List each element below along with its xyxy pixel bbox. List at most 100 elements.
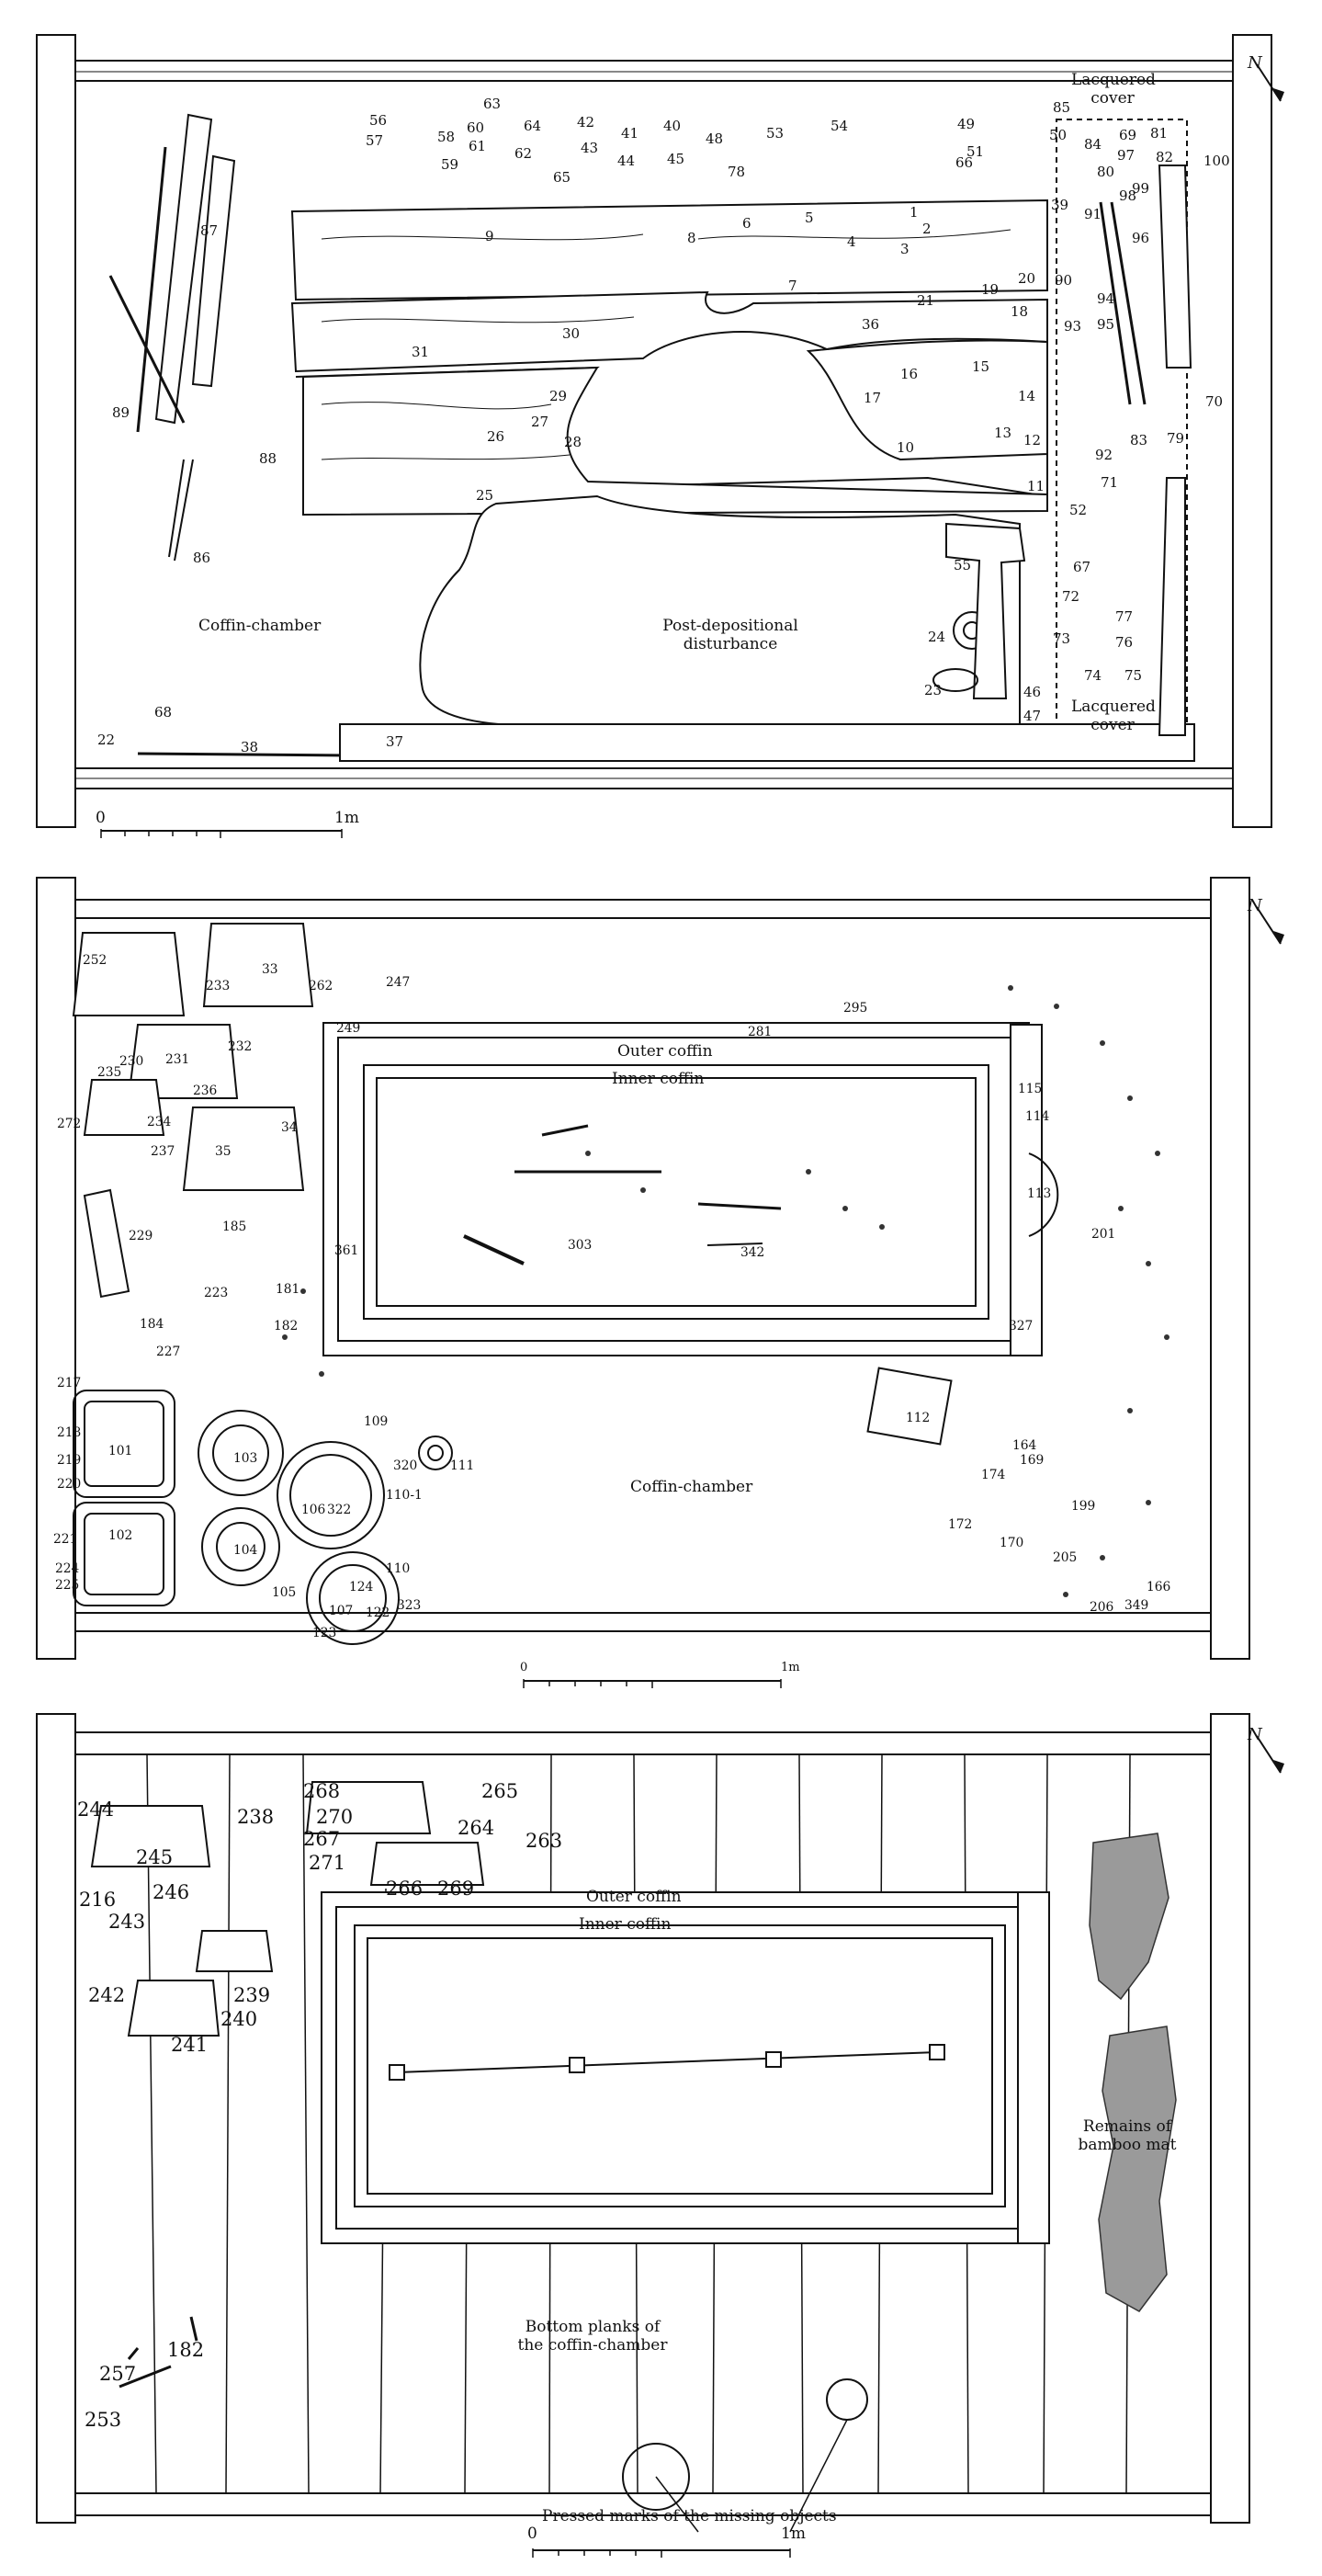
object-number: 233: [206, 979, 231, 993]
object-number: 77: [1115, 608, 1134, 625]
object-number: 349: [1124, 1598, 1149, 1613]
object-number: 40: [663, 118, 682, 134]
object-number: 229: [129, 1229, 153, 1243]
object-number: 295: [843, 1001, 868, 1016]
object-number: 73: [1053, 630, 1071, 647]
object-number: 109: [364, 1414, 389, 1429]
panel-top-level: Coffin-chamber Post-depositional disturb…: [0, 0, 1322, 859]
object-number: 105: [272, 1585, 297, 1600]
object-number: 9: [485, 228, 494, 244]
bottom-planks-label: Bottom planks of the coffin-chamber: [517, 2318, 668, 2355]
object-number: 23: [924, 682, 943, 698]
object-number: 24: [928, 629, 946, 645]
object-number: 47: [1023, 708, 1042, 724]
object-number: 243: [108, 1911, 146, 1933]
object-number: 112: [906, 1411, 931, 1425]
object-number: 49: [957, 116, 976, 132]
object-number: 1: [910, 204, 919, 221]
object-number: 327: [1009, 1319, 1034, 1333]
object-number: 253: [85, 2409, 122, 2431]
object-number: 100: [1203, 153, 1230, 169]
object-number: 43: [581, 140, 599, 156]
object-number: 206: [1090, 1600, 1114, 1615]
object-number: 91: [1084, 206, 1102, 222]
object-number: 361: [334, 1243, 359, 1258]
object-number: 249: [336, 1021, 361, 1036]
object-number: 67: [1073, 559, 1091, 575]
object-number: 320: [393, 1458, 418, 1473]
object-number: 78: [728, 164, 746, 180]
object-number: 75: [1124, 667, 1143, 684]
object-number: 199: [1071, 1499, 1096, 1514]
bamboo-mat-patches: [1089, 1833, 1177, 2312]
panel-bottom-level: Outer coffin Inner coffin Remains of bam…: [0, 1705, 1322, 2565]
object-number: 247: [386, 975, 411, 990]
object-number: 42: [577, 114, 595, 131]
object-number: 240: [220, 2008, 258, 2030]
object-number: 65: [553, 169, 571, 186]
object-number: 232: [228, 1039, 253, 1054]
object-number: 80: [1097, 164, 1115, 180]
object-number: 54: [830, 118, 849, 134]
object-number: 28: [564, 434, 582, 450]
left-end-post: [36, 34, 76, 828]
object-number: 111: [450, 1458, 475, 1473]
object-number: 21: [917, 292, 935, 309]
object-number: 170: [1000, 1536, 1024, 1550]
object-number: 181: [276, 1282, 300, 1297]
object-number: 241: [171, 2034, 209, 2056]
object-number: 322: [327, 1503, 352, 1517]
scale-end: 1m: [334, 809, 359, 827]
object-number: 205: [1053, 1550, 1078, 1565]
object-number: 70: [1205, 393, 1224, 410]
object-number: 107: [329, 1604, 354, 1618]
object-number: 97: [1117, 147, 1136, 164]
object-number: 46: [1023, 684, 1042, 700]
object-number: 36: [862, 316, 880, 333]
object-number: 33: [262, 962, 278, 977]
object-number: 79: [1167, 430, 1185, 447]
object-number: 225: [55, 1578, 80, 1593]
outer-coffin-label-3: Outer coffin: [586, 1888, 682, 1906]
object-number: 83: [1130, 432, 1148, 448]
object-number: 15: [972, 358, 990, 375]
object-number: 34: [281, 1120, 298, 1135]
object-number: 96: [1132, 230, 1150, 246]
object-number: 94: [1097, 290, 1115, 307]
object-number: 264: [458, 1817, 495, 1839]
object-number: 231: [165, 1052, 190, 1067]
object-number: 66: [955, 154, 974, 171]
object-number: 101: [108, 1444, 133, 1458]
object-number: 89: [112, 404, 130, 421]
object-number: 270: [316, 1806, 354, 1828]
object-number: 60: [467, 119, 485, 136]
object-number: 25: [476, 487, 494, 504]
coffin-chamber-label-2: Coffin-chamber: [630, 1478, 753, 1496]
object-number: 184: [140, 1317, 164, 1332]
inner-coffin-label: Inner coffin: [612, 1070, 705, 1088]
object-number: 252: [83, 953, 107, 968]
object-number: 55: [954, 557, 972, 573]
object-number: 35: [215, 1144, 232, 1159]
scale-bar-2: 0 1m: [514, 1661, 808, 1705]
north-wall: [74, 60, 1234, 82]
object-number: 257: [99, 2363, 137, 2385]
inner-coffin: [363, 1064, 989, 1320]
object-number: 174: [981, 1468, 1006, 1482]
object-number: 16: [900, 366, 919, 382]
scale-zero-2: 0: [520, 1661, 528, 1674]
object-number: 267: [303, 1828, 341, 1850]
object-number: 52: [1069, 502, 1088, 518]
object-number: 110: [386, 1561, 411, 1576]
object-number: 62: [514, 145, 533, 162]
object-number: 244: [77, 1799, 115, 1821]
object-number: 86: [193, 550, 211, 566]
object-number: 113: [1027, 1186, 1052, 1201]
object-number: 68: [154, 704, 173, 721]
object-number: 71: [1101, 474, 1119, 491]
object-number: 182: [167, 2339, 205, 2361]
object-number: 115: [1018, 1082, 1043, 1096]
object-number: 342: [740, 1245, 765, 1260]
object-number: 224: [55, 1561, 80, 1576]
object-number: 216: [79, 1889, 117, 1911]
